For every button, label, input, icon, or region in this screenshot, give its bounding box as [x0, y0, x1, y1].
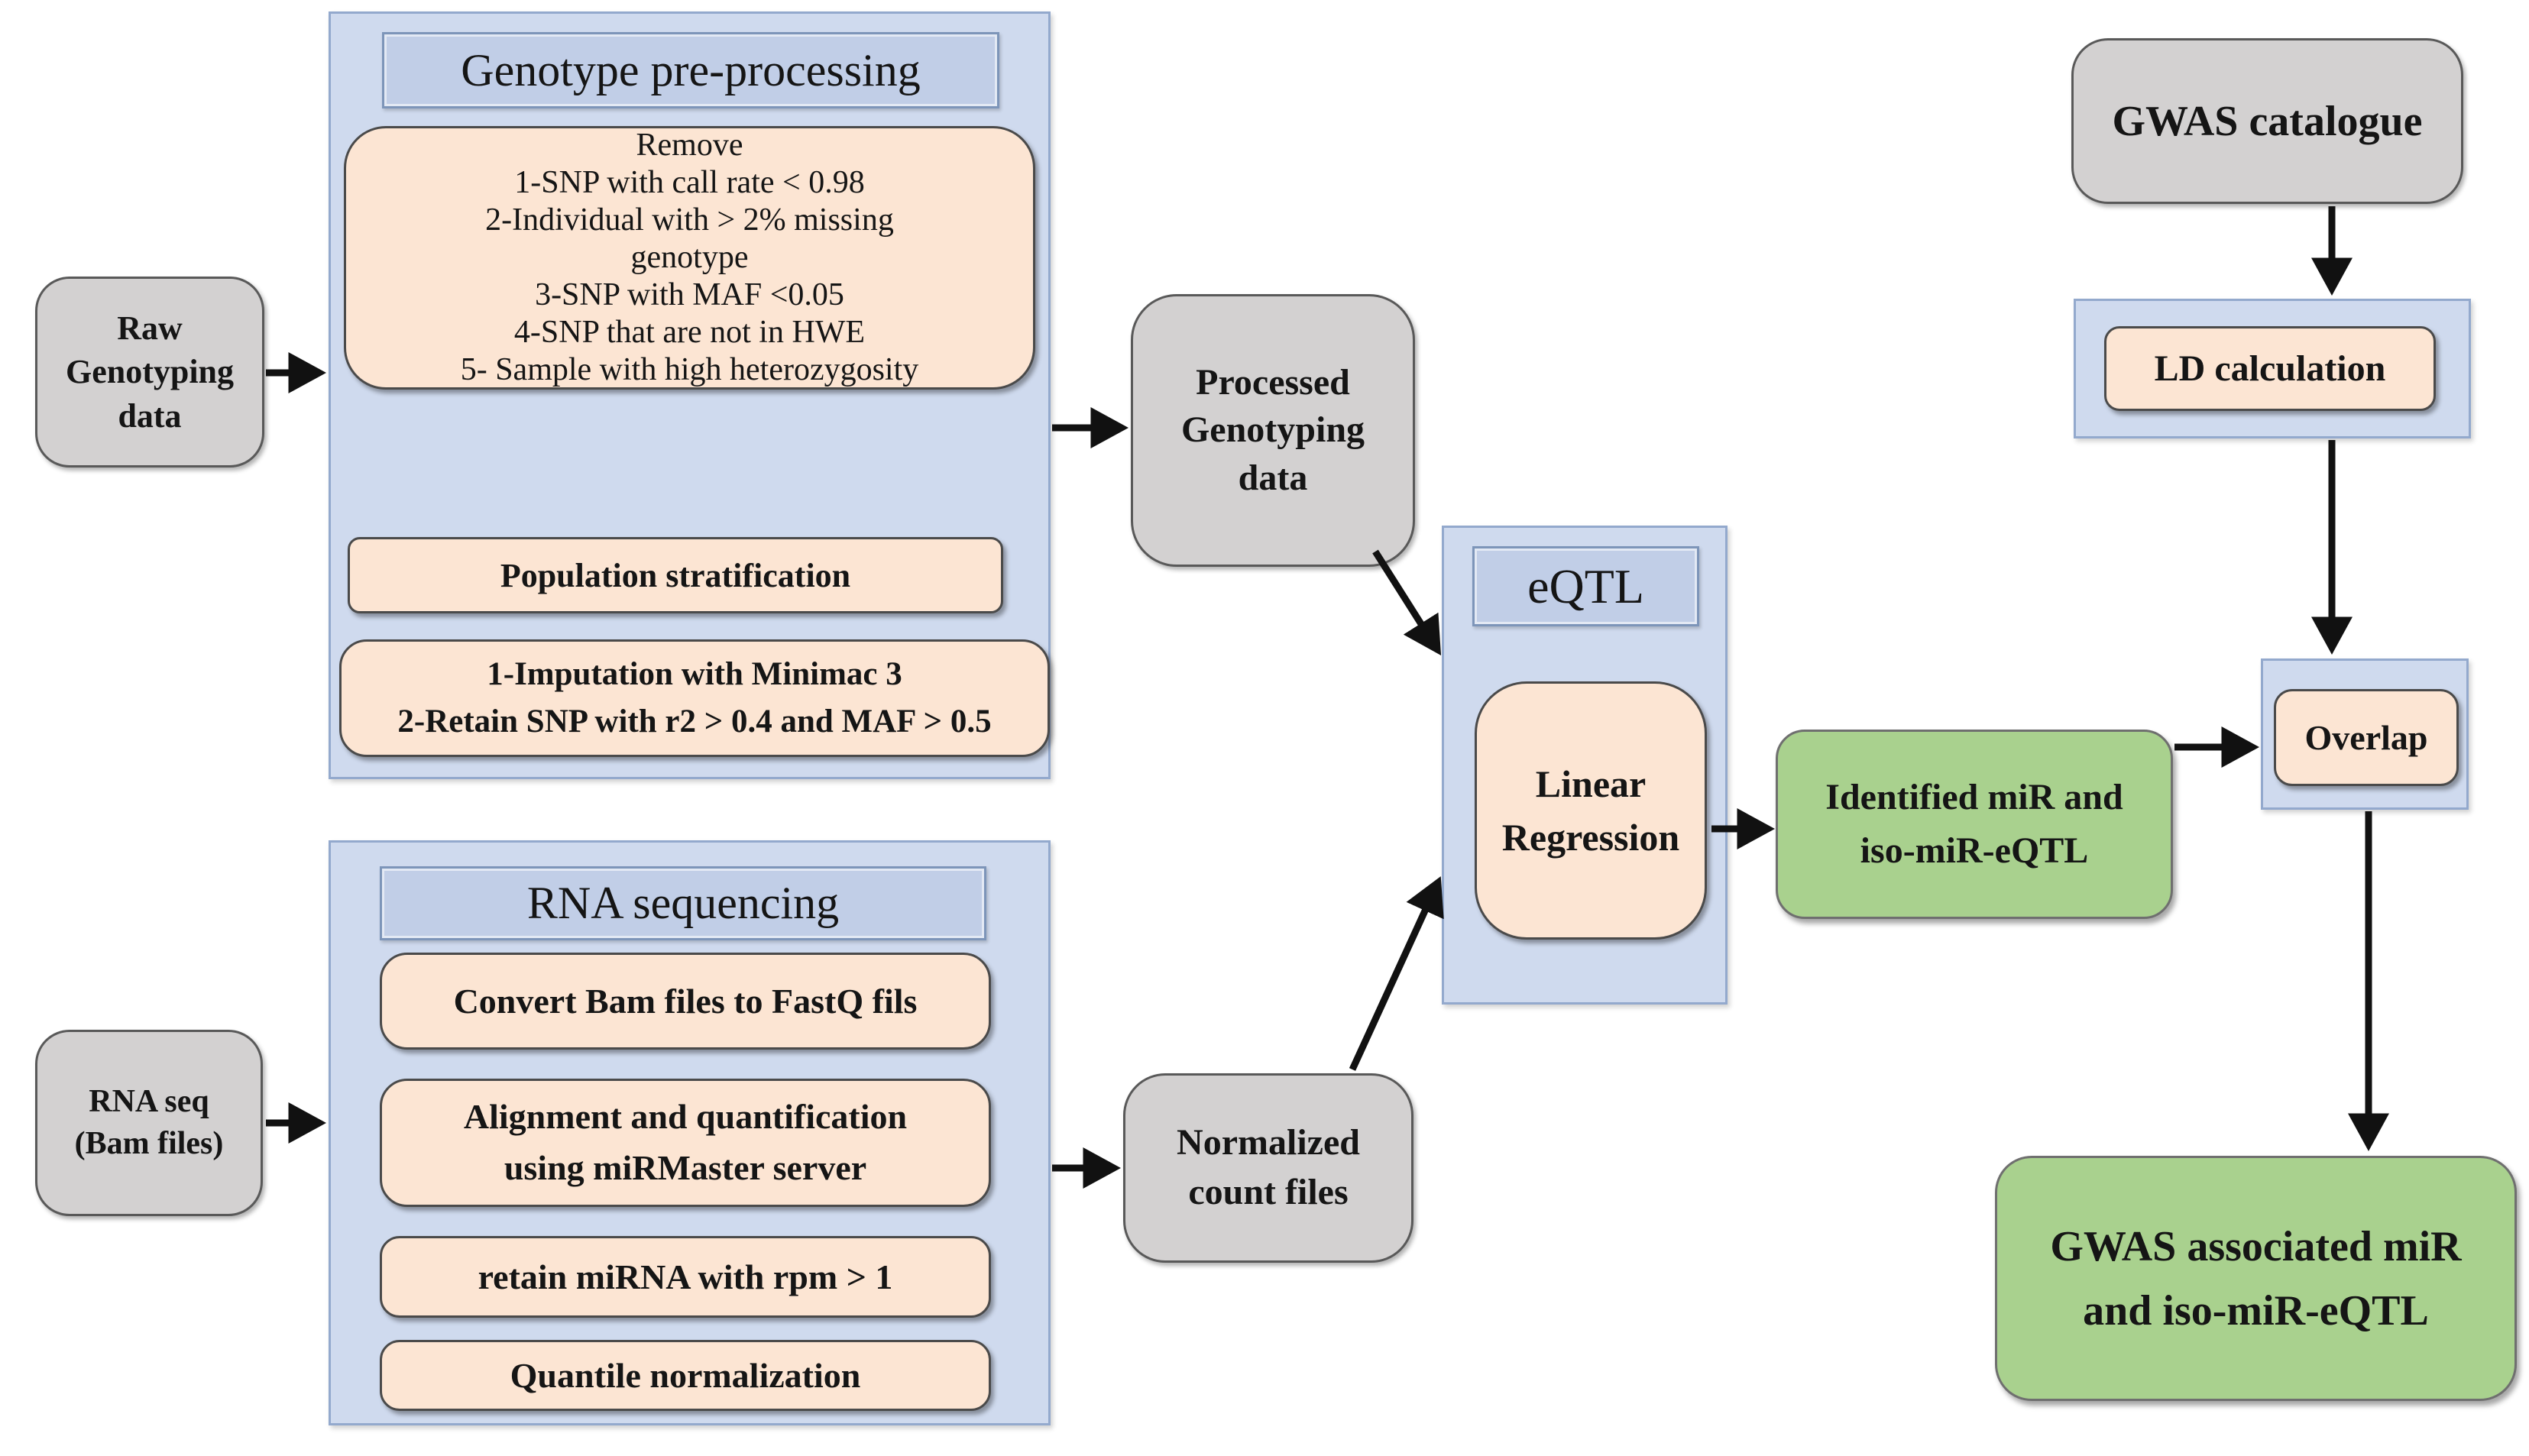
linear-regression-line: Regression — [1501, 816, 1680, 859]
normalized-count-line: count files — [1188, 1172, 1349, 1212]
imputation-line: 1-Imputation with Minimac 3 — [487, 655, 902, 692]
gwas-associated-box: GWAS associated miR and iso-miR-eQTL — [1995, 1156, 2517, 1401]
population-stratification-label: Population stratification — [500, 556, 851, 594]
raw-genotyping-line: Genotyping — [65, 353, 235, 391]
linear-regression-line: Linear — [1535, 762, 1647, 805]
gwas-associated-line: and iso-miR-eQTL — [2083, 1286, 2429, 1335]
genotype-preprocessing-title-label: Genotype pre-processing — [461, 44, 921, 95]
remove-steps-line: 1-SNP with call rate < 0.98 — [514, 164, 865, 200]
ld-calculation-label: LD calculation — [2154, 348, 2386, 389]
gwas-catalogue-box: GWAS catalogue — [2071, 38, 2463, 204]
remove-steps-line: 5- Sample with high heterozygosity — [460, 352, 919, 388]
normalized-count-line: Normalized — [1177, 1122, 1360, 1163]
rna-seq-input-line: RNA seq — [89, 1084, 209, 1120]
overlap-label: Overlap — [2304, 718, 2428, 757]
retain-mirna-label: retain miRNA with rpm > 1 — [478, 1257, 893, 1296]
convert-bam-label: Convert Bam files to FastQ fils — [453, 982, 918, 1021]
gwas-associated-line: GWAS associated miR — [2050, 1222, 2462, 1270]
genotype-preprocessing-title: Genotype pre-processing — [382, 32, 999, 108]
identified-eqtl-line: Identified miR and — [1825, 777, 2123, 818]
remove-steps-line: 2-Individual with > 2% missing — [485, 202, 894, 238]
rna-sequencing-title: RNA sequencing — [380, 866, 986, 940]
identified-eqtl-box: Identified miR and iso-miR-eQTL — [1776, 730, 2173, 919]
gwas-catalogue-label: GWAS catalogue — [2112, 97, 2423, 145]
quantile-normalization-label: Quantile normalization — [510, 1356, 861, 1395]
alignment-line: Alignment and quantification — [463, 1097, 908, 1137]
identified-eqtl-line: iso-miR-eQTL — [1860, 830, 2089, 871]
eqtl-title: eQTL — [1472, 546, 1699, 626]
population-stratification-box: Population stratification — [348, 537, 1003, 613]
remove-steps-line: 4-SNP that are not in HWE — [513, 315, 866, 351]
processed-genotyping-line: data — [1238, 457, 1308, 498]
raw-genotyping-line: Raw — [117, 309, 183, 348]
retain-mirna-box: retain miRNA with rpm > 1 — [380, 1236, 991, 1318]
remove-steps-box: Remove 1-SNP with call rate < 0.98 2-Ind… — [344, 126, 1035, 390]
rna-seq-input-box: RNA seq (Bam files) — [35, 1030, 263, 1216]
normalized-count-files-box: Normalized count files — [1123, 1073, 1413, 1263]
alignment-box: Alignment and quantification using miRMa… — [380, 1079, 991, 1207]
alignment-line: using miRMaster server — [504, 1148, 867, 1187]
convert-bam-box: Convert Bam files to FastQ fils — [380, 953, 991, 1050]
raw-genotyping-line: data — [118, 396, 182, 435]
imputation-box: 1-Imputation with Minimac 3 2-Retain SNP… — [339, 639, 1050, 757]
raw-genotyping-data-box: Raw Genotyping data — [35, 277, 264, 468]
linear-regression-box: Linear Regression — [1475, 681, 1707, 940]
processed-genotyping-line: Processed — [1196, 361, 1350, 403]
remove-steps-line: Remove — [636, 127, 743, 163]
ld-calculation-box: LD calculation — [2104, 326, 2436, 411]
eqtl-title-label: eQTL — [1527, 558, 1644, 613]
processed-genotyping-data-box: Processed Genotyping data — [1131, 294, 1415, 567]
quantile-normalization-box: Quantile normalization — [380, 1340, 991, 1411]
arrow-normalized-to-eqtl — [1349, 876, 1444, 1071]
rna-seq-input-line: (Bam files) — [74, 1126, 224, 1161]
overlap-box: Overlap — [2274, 689, 2459, 786]
remove-steps-line: 3-SNP with MAF <0.05 — [535, 277, 844, 313]
processed-genotyping-line: Genotyping — [1180, 409, 1365, 451]
rna-sequencing-title-label: RNA sequencing — [526, 878, 840, 928]
remove-steps-line: genotype — [630, 239, 749, 275]
imputation-line: 2-Retain SNP with r2 > 0.4 and MAF > 0.5 — [397, 704, 992, 739]
